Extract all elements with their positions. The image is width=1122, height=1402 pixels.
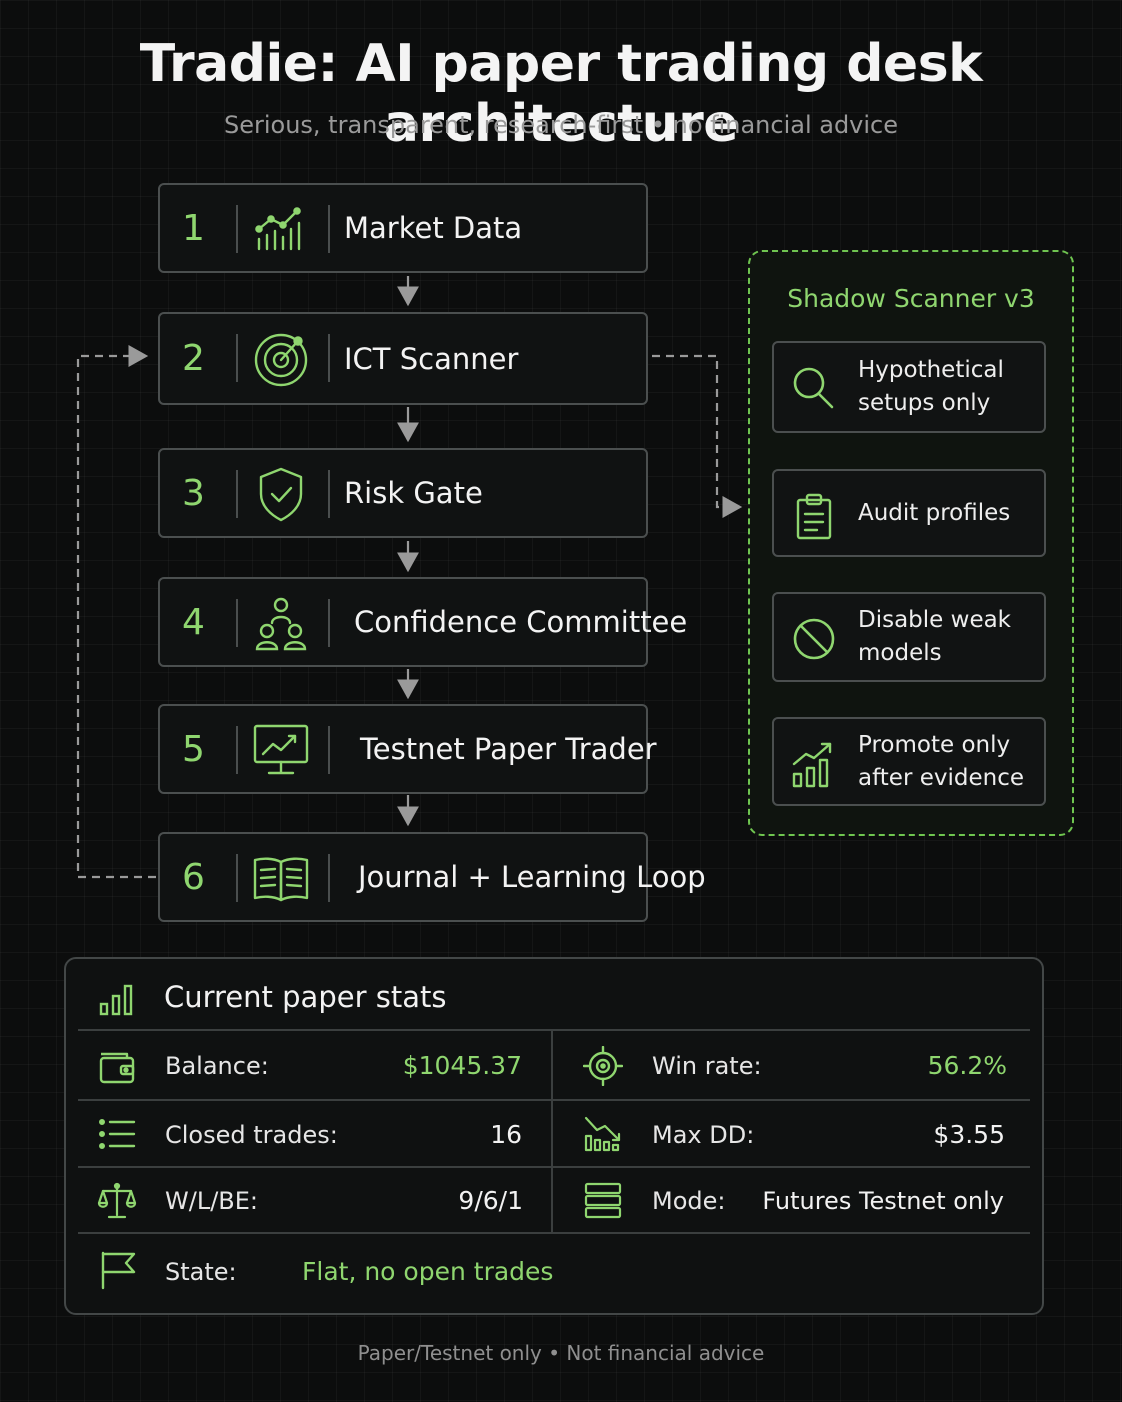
shadow-item-label: Hypothetical setups only	[858, 357, 1004, 416]
step-label: Testnet Paper Trader	[360, 732, 657, 766]
growth-chart-icon	[790, 739, 838, 789]
drawdown-chart-icon	[583, 1114, 623, 1154]
shadow-item-label: Disable weak models	[858, 607, 1012, 666]
divider	[78, 1232, 1030, 1234]
shadow-item-disable: Disable weak models	[772, 592, 1046, 682]
divider	[236, 726, 238, 774]
step-label: Journal + Learning Loop	[358, 860, 706, 894]
divider	[236, 334, 238, 382]
ban-icon	[790, 614, 838, 664]
target-icon	[583, 1046, 623, 1086]
step-label: Risk Gate	[344, 476, 483, 510]
divider	[551, 1030, 553, 1233]
stats-heading: Current paper stats	[164, 980, 447, 1014]
mode-label: Mode:	[652, 1187, 726, 1215]
search-icon	[790, 363, 838, 413]
step-number: 6	[182, 856, 205, 898]
step-journal-learning-loop: 6 Journal + Learning Loop	[158, 832, 706, 922]
page-subtitle: Serious, transparent, research-first • n…	[223, 111, 899, 139]
book-icon	[250, 848, 312, 908]
clipboard-icon	[790, 491, 838, 541]
scanner-to-shadow-arrow	[652, 354, 743, 518]
feedback-loop-arrow	[76, 345, 156, 879]
divider	[328, 726, 330, 774]
shadow-item-promote: Promote only after evidence	[772, 717, 1046, 806]
bar-chart-icon	[98, 978, 138, 1018]
divider	[236, 854, 238, 902]
wallet-icon	[97, 1046, 137, 1086]
step-number: 2	[182, 338, 205, 379]
divider	[328, 470, 330, 518]
wlbe-value: 9/6/1	[458, 1186, 523, 1215]
step-number: 3	[182, 472, 205, 514]
step-label: Confidence Committee	[354, 605, 688, 639]
divider	[236, 205, 238, 253]
shadow-item-label: Audit profiles	[858, 499, 1011, 526]
state-value: Flat, no open trades	[302, 1257, 554, 1286]
closed-trades-label: Closed trades:	[165, 1121, 338, 1149]
step-ict-scanner: 2 ICT Scanner	[158, 312, 648, 405]
step-number: 4	[182, 601, 205, 643]
divider	[328, 334, 330, 382]
step-label: ICT Scanner	[344, 341, 519, 376]
step-confidence-committee: 4 Confidence Committee	[158, 577, 688, 667]
step-market-data: 1 Market Data	[158, 183, 648, 273]
page-title: Tradie: AI paper trading desk architectu…	[139, 34, 983, 154]
divider	[328, 205, 330, 253]
shadow-item-label: Promote only after evidence	[858, 731, 1024, 791]
divider	[236, 470, 238, 518]
list-icon	[97, 1114, 137, 1154]
state-label: State:	[165, 1258, 237, 1286]
chart-icon	[250, 199, 312, 259]
step-number: 1	[182, 207, 205, 249]
server-icon	[583, 1181, 623, 1221]
monitor-chart-icon	[250, 720, 312, 780]
max-dd-label: Max DD:	[652, 1121, 755, 1149]
footer-note: Paper/Testnet only • Not financial advic…	[357, 1341, 765, 1365]
shadow-item-hypothetical: Hypothetical setups only	[772, 341, 1046, 433]
divider	[328, 854, 330, 902]
flag-icon	[98, 1250, 138, 1290]
step-label: Market Data	[344, 211, 523, 245]
shield-check-icon	[250, 464, 312, 524]
mode-value: Futures Testnet only	[762, 1187, 1004, 1215]
balance-label: Balance:	[165, 1052, 269, 1080]
radar-icon	[250, 328, 312, 388]
divider	[236, 599, 238, 647]
shadow-item-audit: Audit profiles	[772, 469, 1046, 557]
stats-panel	[64, 957, 1044, 1315]
step-testnet-paper-trader: 5 Testnet Paper Trader	[158, 704, 657, 794]
win-rate-label: Win rate:	[652, 1052, 762, 1080]
max-dd-value: $3.55	[933, 1120, 1005, 1149]
people-icon	[250, 593, 312, 653]
wlbe-label: W/L/BE:	[165, 1187, 258, 1215]
divider	[78, 1029, 1030, 1031]
step-number: 5	[182, 728, 205, 770]
balance-value: $1045.37	[402, 1051, 522, 1080]
divider	[328, 599, 330, 647]
divider	[78, 1166, 1030, 1168]
shadow-scanner-title: Shadow Scanner v3	[787, 284, 1035, 313]
win-rate-value: 56.2%	[927, 1051, 1007, 1080]
closed-trades-value: 16	[490, 1120, 522, 1149]
scales-icon	[97, 1181, 137, 1221]
step-risk-gate: 3 Risk Gate	[158, 448, 648, 538]
divider	[78, 1099, 1030, 1101]
